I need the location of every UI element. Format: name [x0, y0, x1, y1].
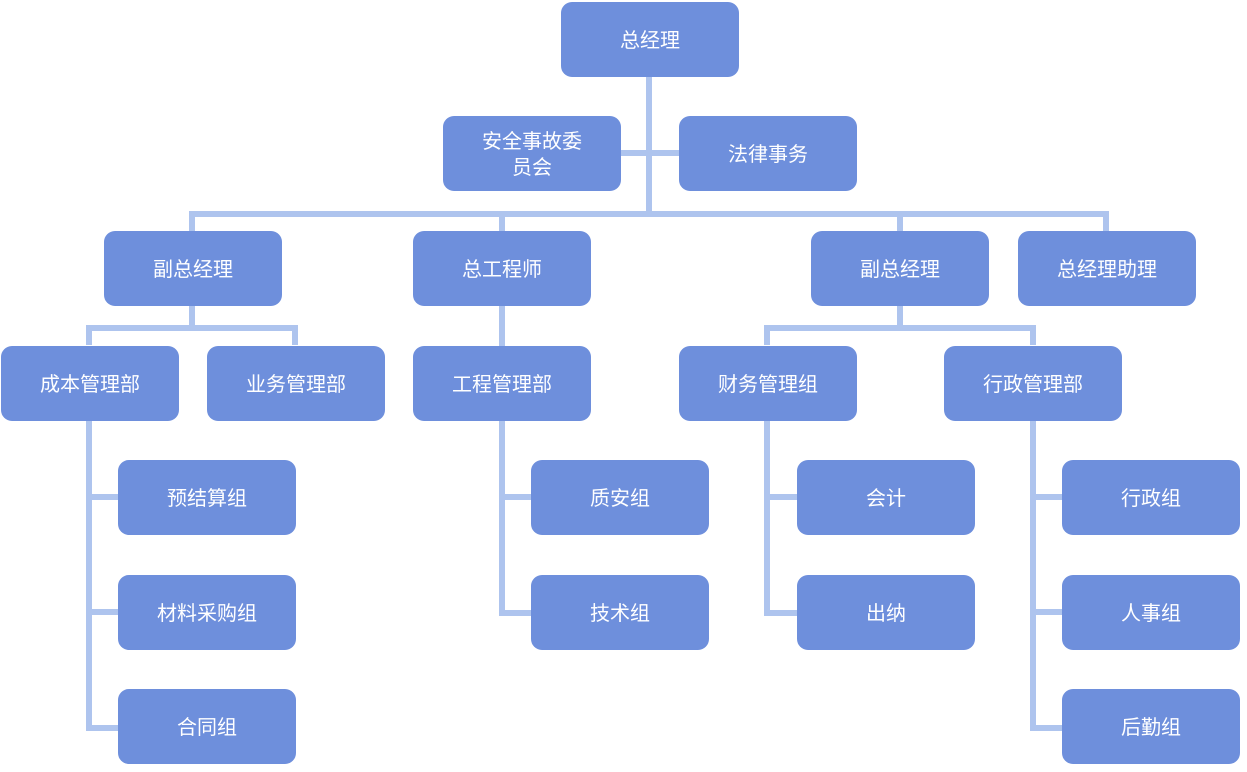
node-deputy-gm-right: 副总经理	[811, 231, 989, 306]
node-legal-affairs: 法律事务	[679, 116, 857, 191]
node-cost-dept: 成本管理部	[1, 346, 179, 421]
node-cashier: 出纳	[797, 575, 975, 650]
node-procurement-group: 材料采购组	[118, 575, 296, 650]
node-contract-group: 合同组	[118, 689, 296, 764]
node-general-manager: 总经理	[561, 2, 739, 77]
node-admin-dept: 行政管理部	[944, 346, 1122, 421]
node-deputy-gm-left: 副总经理	[104, 231, 282, 306]
node-finance-group: 财务管理组	[679, 346, 857, 421]
node-engineering-dept: 工程管理部	[413, 346, 591, 421]
node-chief-engineer: 总工程师	[413, 231, 591, 306]
node-gm-assistant: 总经理助理	[1018, 231, 1196, 306]
node-hr-group: 人事组	[1062, 575, 1240, 650]
node-settlement-group: 预结算组	[118, 460, 296, 535]
node-accounting: 会计	[797, 460, 975, 535]
node-business-dept: 业务管理部	[207, 346, 385, 421]
node-safety-committee: 安全事故委 员会	[443, 116, 621, 191]
node-admin-group: 行政组	[1062, 460, 1240, 535]
node-logistics-group: 后勤组	[1062, 689, 1240, 764]
node-technical-group: 技术组	[531, 575, 709, 650]
node-quality-safety-group: 质安组	[531, 460, 709, 535]
